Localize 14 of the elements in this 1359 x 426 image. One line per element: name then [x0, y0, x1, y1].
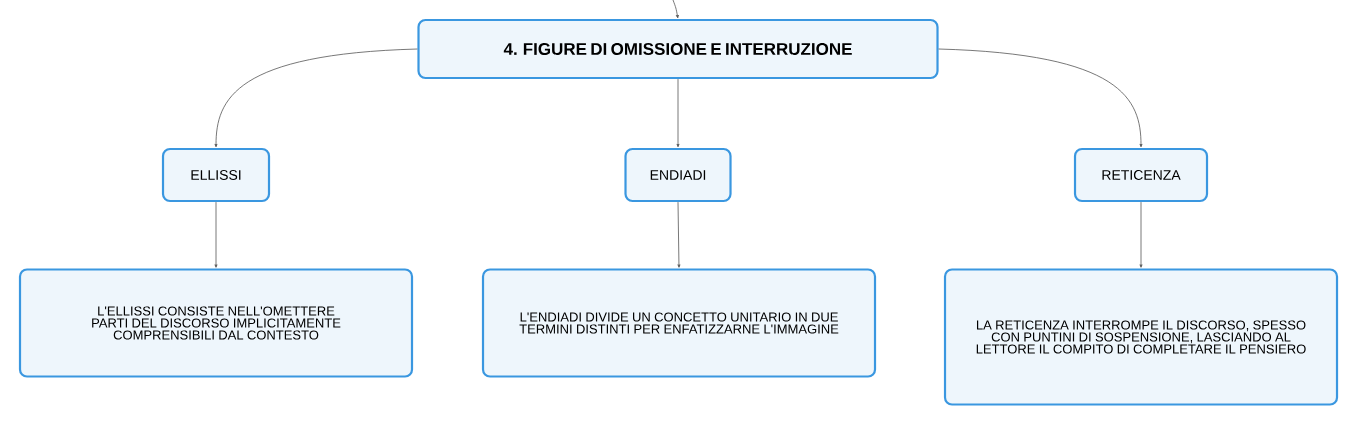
concept-box: ENDIADI	[624, 147, 732, 203]
arrow	[1139, 201, 1143, 268]
description-box: L'ENDIADI DIVIDE UN CONCETTO UNITARIO IN DUE TERMINI DISTINTI PER ENFATIZZARNE L'IMMAGINE	[481, 268, 877, 378]
arrow	[672, 0, 679, 19]
description-box: LA RETICENZA INTERROMPE IL DISCORSO, SPESSO CON PUNTINI DI SOSPENSIONE, LASCIANDO AL LETTORE IL COMPITO DI COMPLETARE IL PENSIERO	[943, 268, 1339, 406]
concept-box: ELLISSI	[161, 147, 271, 203]
concept-box: RETICENZA	[1073, 147, 1209, 203]
arrow	[677, 201, 681, 268]
arrow	[214, 48, 418, 148]
arrow	[676, 78, 680, 148]
description-box: L'ELLISSI CONSISTE NELL'OMETTERE PARTI DEL DISCORSO IMPLICITAMENTE COMPRENSIBILI DAL CONTESTO	[18, 268, 414, 378]
topic-box: 4. FIGURE DI OMISSIONE E INTERRUZIONE	[417, 18, 939, 80]
arrow	[938, 48, 1143, 148]
arrow	[214, 201, 218, 268]
